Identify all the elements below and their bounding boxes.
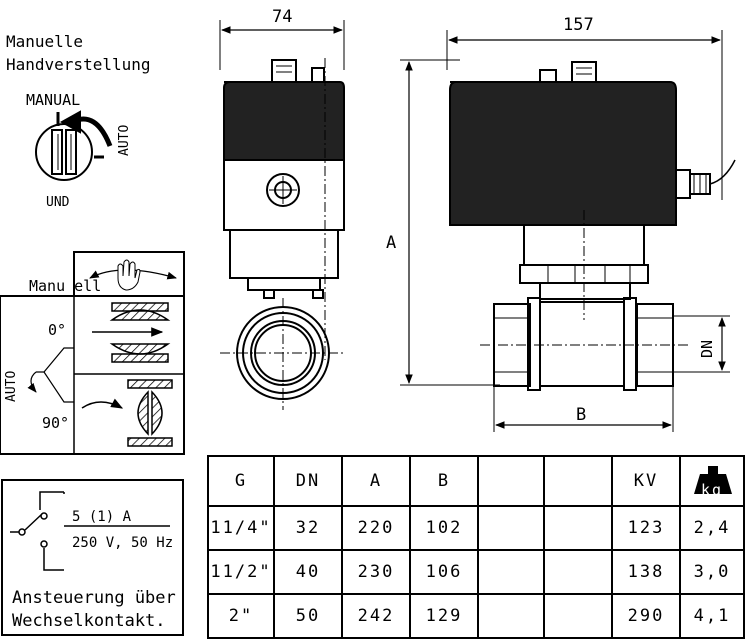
cell-kv: 123 <box>611 505 681 551</box>
operation-auto-label: AUTO <box>4 370 19 402</box>
cell-empty <box>543 593 613 639</box>
front-view <box>219 20 346 410</box>
cell-empty <box>477 593 545 639</box>
header-b: B <box>409 455 479 507</box>
cell-g: 11/2" <box>207 549 275 595</box>
cell-b: 129 <box>409 593 479 639</box>
header-dn: DN <box>273 455 343 507</box>
cell-kv: 290 <box>611 593 681 639</box>
cell-kg: 2,4 <box>679 505 745 551</box>
switch-box <box>1 479 184 636</box>
cell-dn: 50 <box>273 593 343 639</box>
cell-b: 102 <box>409 505 479 551</box>
side-view <box>400 30 736 432</box>
cell-kg: 4,1 <box>679 593 745 639</box>
table-row: 11/2" 40 230 106 138 3,0 <box>207 549 745 595</box>
manual-knob-icon <box>35 110 113 181</box>
angle-closed-label: 90° <box>42 414 70 432</box>
header-empty-1 <box>477 455 545 507</box>
spec-table: G DN A B KV kg 11/4" 32 220 102 123 2,4 … <box>207 455 745 639</box>
operation-label: Manu ell <box>29 277 102 295</box>
cell-b: 106 <box>409 549 479 595</box>
ball-open-icon <box>92 302 171 363</box>
cell-empty <box>543 505 613 551</box>
cell-empty <box>477 549 545 595</box>
header-kv: KV <box>611 455 681 507</box>
auto-label: AUTO <box>117 124 132 156</box>
cell-dn: 32 <box>273 505 343 551</box>
cell-kg: 3,0 <box>679 549 745 595</box>
cell-kv: 138 <box>611 549 681 595</box>
header-empty-2 <box>543 455 613 507</box>
switch-caption-line1: Ansteuerung über <box>12 588 176 608</box>
cell-a: 220 <box>341 505 411 551</box>
manual-label: MANUAL <box>26 91 81 109</box>
dim-dn-label: DN <box>698 340 716 358</box>
switch-rating: 5 (1) A <box>72 509 132 525</box>
cell-empty <box>543 549 613 595</box>
dim-a-label: A <box>386 233 396 253</box>
header-g: G <box>207 455 275 507</box>
cell-g: 11/4" <box>207 505 275 551</box>
dim-157-label: 157 <box>563 15 594 35</box>
und-label: UND <box>46 195 70 210</box>
header-kg: kg <box>679 455 745 507</box>
manual-title-line1: Manuelle <box>6 32 84 51</box>
switch-caption-line2: Wechselkontakt. <box>12 611 166 631</box>
angle-open-label: 0° <box>48 321 67 339</box>
table-header-row: G DN A B KV kg <box>207 455 745 507</box>
dim-74-label: 74 <box>272 7 292 27</box>
dim-b-label: B <box>576 405 586 425</box>
switch-voltage: 250 V, 50 Hz <box>72 535 174 551</box>
cell-a: 230 <box>341 549 411 595</box>
header-a: A <box>341 455 411 507</box>
cell-g: 2" <box>207 593 275 639</box>
manual-title-line2: Handverstellung <box>6 55 151 74</box>
cell-dn: 40 <box>273 549 343 595</box>
table-row: 2" 50 242 129 290 4,1 <box>207 593 745 639</box>
operation-box <box>0 251 185 455</box>
ball-closed-icon <box>81 379 173 447</box>
table-row: 11/4" 32 220 102 123 2,4 <box>207 505 745 551</box>
cell-empty <box>477 505 545 551</box>
cell-a: 242 <box>341 593 411 639</box>
